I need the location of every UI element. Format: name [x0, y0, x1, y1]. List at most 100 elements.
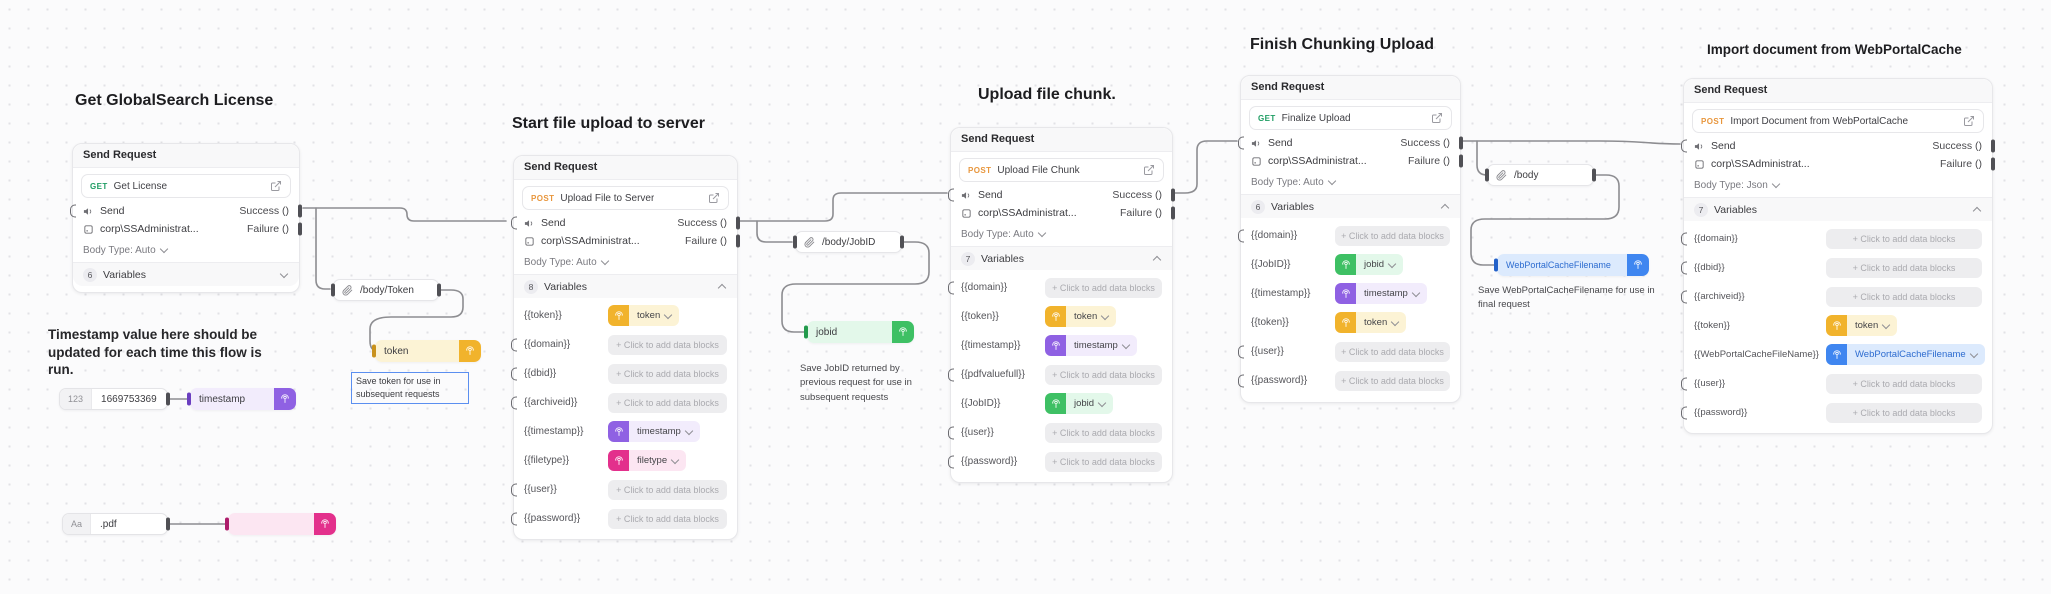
request-name-field[interactable]: POST Upload File to Server: [522, 186, 729, 210]
failure-port[interactable]: [1459, 154, 1463, 168]
add-data-block-button[interactable]: + Click to add data blocks: [1045, 277, 1162, 298]
body-type-select[interactable]: Body Type: Auto: [1241, 170, 1460, 194]
node-input-port[interactable]: [331, 283, 335, 297]
note-timestamp[interactable]: Timestamp value here should be updated f…: [48, 327, 262, 378]
node-output-port[interactable]: [900, 235, 904, 249]
json-path-node[interactable]: /body/Token: [331, 279, 441, 301]
variable-input-port[interactable]: [511, 483, 517, 496]
data-block-chip[interactable]: timestamp: [608, 421, 700, 442]
variables-section-toggle[interactable]: 6 Variables: [1241, 194, 1460, 218]
variable-input-port[interactable]: [1238, 229, 1244, 242]
variable-input-port[interactable]: [1681, 377, 1687, 390]
add-data-block-button[interactable]: + Click to add data blocks: [608, 363, 727, 384]
node-input-port[interactable]: [372, 344, 376, 358]
send-request-card[interactable]: Send Request POST Import Document from W…: [1681, 78, 1995, 434]
external-link-icon[interactable]: [270, 180, 282, 192]
add-data-block-button[interactable]: + Click to add data blocks: [608, 479, 727, 500]
send-request-card[interactable]: Send Request POST Upload File Chunk Send…: [948, 127, 1175, 483]
node-input-port[interactable]: [804, 325, 808, 339]
data-block-chip[interactable]: jobid: [1045, 393, 1114, 414]
json-path-node[interactable]: /body: [1485, 164, 1596, 186]
broadcast-node-webportalcachefilename[interactable]: WebPortalCacheFilename: [1494, 254, 1649, 276]
success-port[interactable]: [736, 216, 740, 230]
note-token[interactable]: Save token for use in subsequent request…: [351, 372, 469, 405]
data-block-chip[interactable]: timestamp: [1045, 335, 1137, 356]
data-block-chip[interactable]: token: [1045, 306, 1117, 327]
external-link-icon[interactable]: [1431, 112, 1443, 124]
variable-input-port[interactable]: [511, 367, 517, 380]
add-data-block-button[interactable]: + Click to add data blocks: [1826, 402, 1982, 423]
add-data-block-button[interactable]: + Click to add data blocks: [608, 392, 727, 413]
data-block-chip[interactable]: filetype: [608, 450, 687, 471]
add-data-block-button[interactable]: + Click to add data blocks: [1826, 373, 1982, 394]
add-data-block-button[interactable]: + Click to add data blocks: [608, 334, 727, 355]
node-input-port[interactable]: [1494, 258, 1498, 272]
send-request-card[interactable]: Send Request POST Upload File to Server …: [511, 155, 740, 540]
node-input-port[interactable]: [225, 517, 229, 531]
body-type-select[interactable]: Body Type: Auto: [514, 250, 737, 274]
variable-input-port[interactable]: [948, 426, 954, 439]
body-type-select[interactable]: Body Type: Json: [1684, 173, 1992, 197]
body-type-select[interactable]: Body Type: Auto: [73, 238, 299, 262]
external-link-icon[interactable]: [1143, 164, 1155, 176]
note-wpcf[interactable]: Save WebPortalCacheFilename for use in f…: [1478, 285, 1655, 311]
failure-port[interactable]: [736, 234, 740, 248]
variable-input-port[interactable]: [948, 455, 954, 468]
variables-section-toggle[interactable]: 7 Variables: [951, 246, 1172, 270]
variable-input-port[interactable]: [1681, 261, 1687, 274]
failure-port[interactable]: [298, 222, 302, 236]
data-block-chip[interactable]: timestamp: [1335, 283, 1427, 304]
text-value-node[interactable]: Aa .pdf: [62, 513, 170, 535]
broadcast-node-timestamp[interactable]: timestamp: [187, 388, 296, 410]
add-data-block-button[interactable]: + Click to add data blocks: [1335, 341, 1450, 362]
success-port[interactable]: [1991, 139, 1995, 153]
add-data-block-button[interactable]: + Click to add data blocks: [1045, 451, 1162, 472]
node-input-port[interactable]: [187, 392, 191, 406]
variable-input-port[interactable]: [511, 512, 517, 525]
node-output-port[interactable]: [437, 283, 441, 297]
add-data-block-button[interactable]: + Click to add data blocks: [608, 508, 727, 529]
body-type-select[interactable]: Body Type: Auto: [951, 222, 1172, 246]
json-path-node[interactable]: /body/JobID: [793, 231, 904, 253]
node-output-port[interactable]: [166, 392, 170, 406]
send-request-card[interactable]: Send Request GET Get License Send Succes…: [70, 143, 302, 293]
node-output-port[interactable]: [166, 517, 170, 531]
variables-section-toggle[interactable]: 6 Variables: [73, 262, 299, 286]
variable-input-port[interactable]: [948, 368, 954, 381]
add-data-block-button[interactable]: + Click to add data blocks: [1045, 364, 1162, 385]
variable-input-port[interactable]: [1681, 232, 1687, 245]
add-data-block-button[interactable]: + Click to add data blocks: [1826, 257, 1982, 278]
data-block-chip[interactable]: jobid: [1335, 254, 1404, 275]
variables-section-toggle[interactable]: 7 Variables: [1684, 197, 1992, 221]
add-data-block-button[interactable]: + Click to add data blocks: [1826, 286, 1982, 307]
data-block-chip[interactable]: token: [1826, 315, 1898, 336]
request-name-field[interactable]: POST Upload File Chunk: [959, 158, 1164, 182]
add-data-block-button[interactable]: + Click to add data blocks: [1335, 370, 1450, 391]
note-jobid[interactable]: Save JobID returned by previous request …: [800, 363, 912, 403]
request-name-field[interactable]: POST Import Document from WebPortalCache: [1692, 109, 1984, 133]
success-port[interactable]: [298, 204, 302, 218]
variable-input-port[interactable]: [1238, 374, 1244, 387]
node-output-port[interactable]: [1592, 168, 1596, 182]
variable-input-port[interactable]: [1238, 345, 1244, 358]
failure-port[interactable]: [1991, 157, 1995, 171]
data-block-chip[interactable]: WebPortalCacheFilename: [1826, 344, 1985, 365]
send-input-port[interactable]: [511, 216, 517, 230]
variable-input-port[interactable]: [1681, 406, 1687, 419]
send-input-port[interactable]: [1681, 139, 1687, 153]
data-block-chip[interactable]: token: [608, 305, 680, 326]
send-input-port[interactable]: [1238, 136, 1244, 150]
broadcast-node-filetype[interactable]: [225, 513, 336, 535]
broadcast-node-jobid[interactable]: jobid: [804, 321, 914, 343]
send-input-port[interactable]: [70, 204, 76, 218]
number-value-node[interactable]: 123 1669753369: [59, 388, 170, 410]
success-port[interactable]: [1171, 188, 1175, 202]
variable-input-port[interactable]: [1681, 290, 1687, 303]
variable-input-port[interactable]: [511, 338, 517, 351]
failure-port[interactable]: [1171, 206, 1175, 220]
send-request-card[interactable]: Send Request GET Finalize Upload Send Su…: [1238, 75, 1463, 403]
variables-section-toggle[interactable]: 8 Variables: [514, 274, 737, 298]
request-name-field[interactable]: GET Get License: [81, 174, 291, 198]
broadcast-node-token[interactable]: token: [372, 340, 481, 362]
